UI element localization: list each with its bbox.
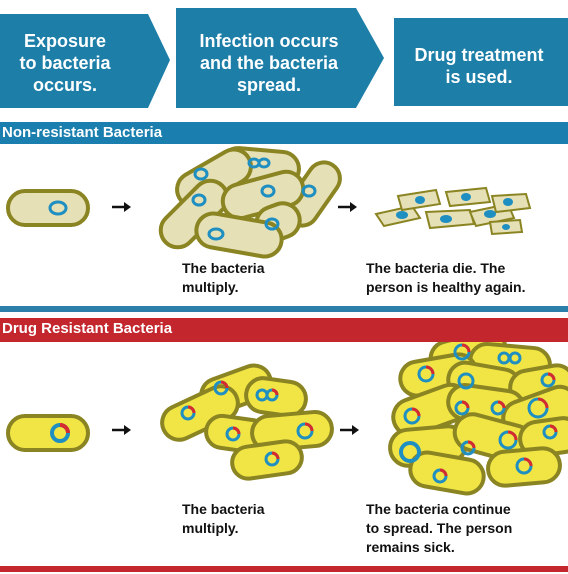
dead-bacteria-fragments — [374, 186, 532, 236]
pale-bacteria-cluster — [158, 146, 342, 259]
resistant-section-title: Drug Resistant Bacteria — [0, 318, 568, 342]
step-3-arrow — [394, 18, 568, 106]
step-2-arrow — [176, 8, 384, 108]
large-yellow-bacteria-cluster — [388, 328, 568, 496]
arrow-right-icon — [338, 202, 357, 212]
single-yellow-bacterium — [6, 414, 90, 452]
step-3-label: Drug treatment is used. — [414, 45, 544, 87]
step-2-label: Infection occurs and the bacteria spread… — [199, 31, 339, 95]
resistant-multiply-caption: The bacteria multiply. — [182, 501, 265, 536]
non-resistant-multiply-caption: The bacteria multiply. — [182, 260, 265, 295]
single-pale-bacterium — [6, 189, 90, 227]
yellow-bacteria-cluster — [160, 363, 334, 481]
non-resistant-section-title: Non-resistant Bacteria — [0, 122, 568, 144]
step-1-arrow — [0, 14, 170, 108]
arrow-right-icon — [112, 202, 131, 212]
divider-top — [0, 306, 568, 312]
arrow-right-icon — [112, 425, 131, 435]
step-1-label: Exposure to bacteria occurs. — [19, 31, 111, 95]
resistant-outcome-caption: The bacteria continue to spread. The per… — [366, 501, 513, 555]
divider-bottom — [0, 566, 568, 572]
arrow-right-icon — [340, 425, 359, 435]
non-resistant-outcome-caption: The bacteria die. The person is healthy … — [366, 260, 526, 295]
